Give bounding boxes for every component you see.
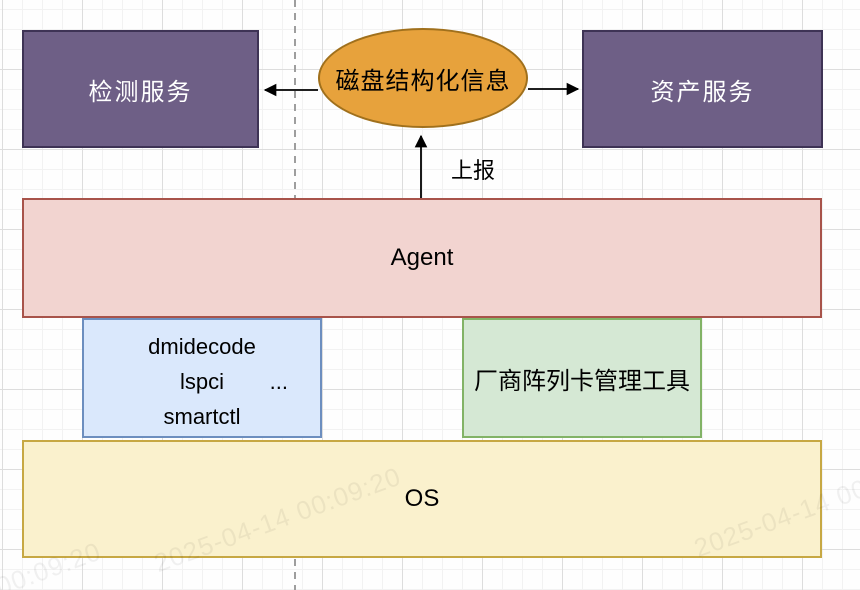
tool-lspci: lspci <box>179 368 224 394</box>
node-agent: Agent <box>22 198 822 318</box>
vendor-raid-tool-label: 厂商阵列卡管理工具 <box>474 367 690 395</box>
tool-lspci-row: lspci ... <box>84 364 320 399</box>
report-edge-label: 上报 <box>451 158 496 183</box>
agent-label: Agent <box>390 244 454 271</box>
tool-smartctl: smartctl <box>163 403 241 429</box>
node-vendor-raid-tool: 厂商阵列卡管理工具 <box>462 318 702 438</box>
asset-service-label: 资产服务 <box>650 78 755 106</box>
disk-structured-info-label: 磁盘结构化信息 <box>335 67 511 95</box>
node-detection-service: 检测服务 <box>22 30 259 148</box>
tool-dmidecode: dmidecode <box>148 333 256 359</box>
node-asset-service: 资产服务 <box>582 30 823 148</box>
node-agent-tools: dmidecode lspci ... smartctl <box>82 318 322 438</box>
node-os: OS <box>22 440 822 558</box>
os-label: OS <box>404 485 440 512</box>
detection-service-label: 检测服务 <box>88 78 193 106</box>
node-disk-structured-info: 磁盘结构化信息 <box>318 28 528 128</box>
tools-ellipsis: ... <box>269 368 288 394</box>
